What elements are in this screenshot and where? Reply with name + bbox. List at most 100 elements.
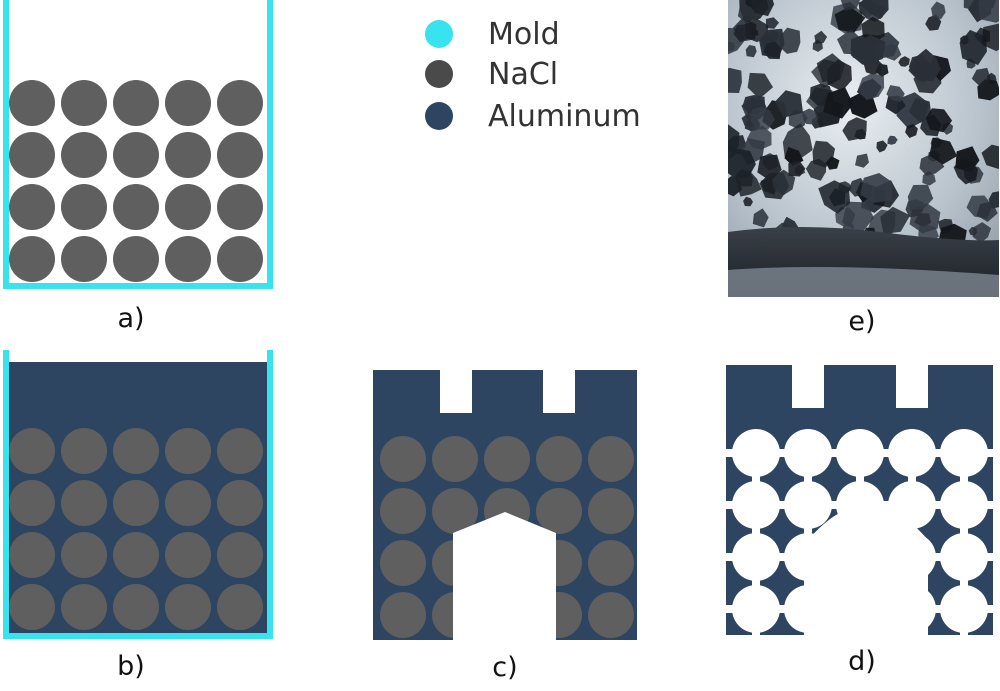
panel-c-label: c)	[492, 652, 517, 683]
nacl-sphere	[217, 532, 263, 578]
photo-pore	[847, 92, 878, 119]
nacl-sphere	[113, 80, 159, 126]
nacl-sphere	[113, 236, 159, 282]
nacl-sphere	[380, 540, 426, 586]
photo-pore	[887, 135, 898, 145]
photo-pore	[907, 184, 934, 211]
photo-pore	[886, 85, 905, 102]
photo-pore	[929, 137, 958, 165]
photo-pore	[860, 0, 889, 20]
open-pore	[784, 429, 832, 477]
photo-pore	[908, 97, 932, 123]
nacl-sphere	[9, 532, 55, 578]
photo-pore	[880, 206, 911, 234]
photo-pore	[774, 90, 803, 118]
mold-outline-a	[3, 0, 273, 289]
nacl-sphere	[484, 436, 530, 482]
panel-d-label: d)	[848, 646, 876, 677]
panel-d: d)	[726, 365, 993, 677]
nacl-sphere	[61, 80, 107, 126]
photo-pore	[959, 29, 987, 66]
photo-pore	[938, 218, 954, 235]
photo-pore	[860, 173, 893, 203]
open-pore	[940, 429, 988, 477]
photo-pore	[728, 41, 735, 51]
photo-pore	[875, 63, 889, 77]
panel-e: e)	[728, 0, 999, 337]
open-pores-d	[726, 429, 993, 639]
photo-pore	[728, 176, 742, 197]
legend: Mold NaCl Aluminum	[425, 17, 641, 134]
photo-pore	[898, 56, 910, 67]
photo-pore	[834, 6, 866, 33]
photo-pore	[743, 196, 753, 207]
photo-pore	[752, 208, 769, 228]
nacl-sphere	[588, 436, 634, 482]
panel-b: b)	[3, 350, 273, 682]
nacl-sphere	[61, 480, 107, 526]
photo-pore	[737, 5, 756, 23]
open-pore	[940, 585, 988, 633]
photo-pores	[728, 0, 999, 251]
mold-outline-b	[3, 350, 273, 639]
panel-a-label: a)	[117, 303, 144, 334]
panel-a: a)	[3, 0, 273, 334]
photo-pore	[922, 171, 936, 186]
photo-pore	[880, 43, 902, 61]
nacl-sphere	[165, 236, 211, 282]
nacl-sphere	[113, 428, 159, 474]
photo-pore	[971, 67, 991, 87]
panel-c: c)	[373, 370, 637, 683]
legend-item-aluminum: Aluminum	[425, 99, 641, 134]
nacl-sphere	[217, 584, 263, 630]
photo-pore	[779, 27, 801, 54]
nacl-sphere	[9, 428, 55, 474]
photo-pore	[728, 67, 742, 93]
photo-pore	[852, 34, 886, 64]
open-pore	[836, 429, 884, 477]
nacl-sphere	[165, 184, 211, 230]
nacl-sphere	[165, 80, 211, 126]
photo-pore	[814, 30, 828, 44]
nacl-swatch-icon	[425, 60, 453, 88]
machined-cavity-d	[808, 505, 928, 635]
legend-label-mold: Mold	[488, 17, 560, 52]
nacl-sphere	[9, 584, 55, 630]
photo-pore	[931, 1, 946, 20]
nacl-sphere	[61, 532, 107, 578]
nacl-sphere	[217, 132, 263, 178]
nacl-sphere	[432, 488, 478, 534]
nacl-sphere	[113, 480, 159, 526]
panel-b-label: b)	[117, 651, 145, 682]
nacl-sphere	[113, 184, 159, 230]
photo-pore	[981, 23, 999, 52]
open-pore	[940, 533, 988, 581]
aluminum-swatch-icon	[425, 102, 453, 130]
nacl-sphere	[113, 584, 159, 630]
nacl-sphere	[9, 80, 55, 126]
photo-pore	[733, 23, 752, 43]
nacl-sphere	[217, 428, 263, 474]
photo-pore	[788, 160, 806, 177]
nacl-sphere	[165, 428, 211, 474]
photo-pore	[972, 222, 992, 243]
photo-pore	[855, 153, 869, 168]
nacl-sphere	[432, 436, 478, 482]
nacl-sphere	[9, 236, 55, 282]
nacl-sphere	[9, 480, 55, 526]
legend-label-nacl: NaCl	[488, 57, 558, 92]
photo-pore	[925, 108, 953, 133]
nacl-sphere	[9, 132, 55, 178]
open-pore	[732, 429, 780, 477]
nacl-sphere	[588, 592, 634, 638]
panel-e-label: e)	[848, 306, 875, 337]
photo-pore	[840, 0, 860, 11]
nacl-spheres-a	[9, 80, 263, 282]
nacl-sphere	[113, 132, 159, 178]
photo-pore	[749, 106, 775, 130]
photo-pore	[915, 63, 934, 83]
photo-pore	[925, 14, 942, 31]
nacl-sphere	[217, 480, 263, 526]
nacl-sphere	[588, 488, 634, 534]
photo-pore	[747, 72, 773, 99]
